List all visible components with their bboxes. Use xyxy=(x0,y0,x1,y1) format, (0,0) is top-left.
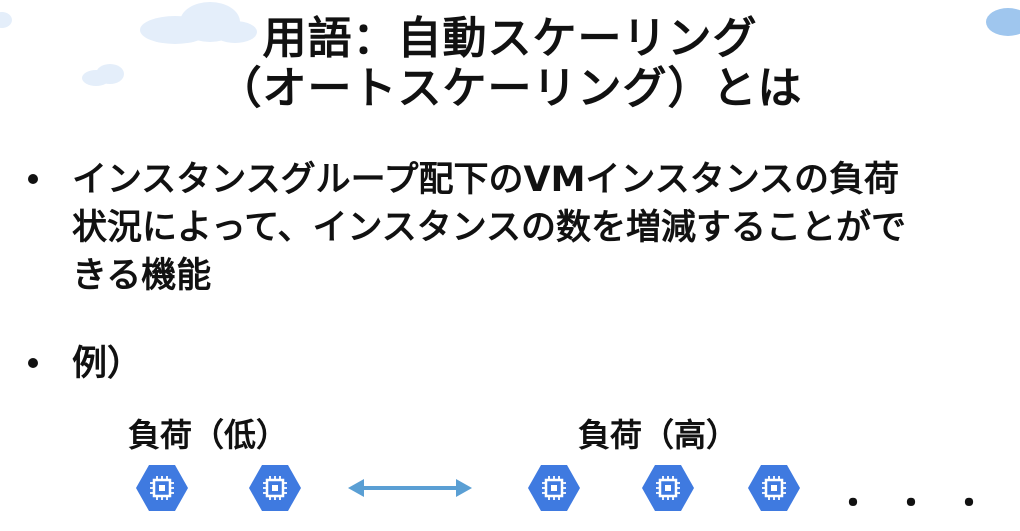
double-arrow-icon xyxy=(348,479,472,497)
cloud-decoration-corner xyxy=(0,12,12,28)
bullet-dot xyxy=(28,358,38,368)
slide-title: 用語：自動スケーリング （オートスケーリング）とは xyxy=(0,14,1020,114)
cloud-decoration-small xyxy=(82,64,124,86)
bullet-line-1: インスタンスグループ配下のVMインスタンスの負荷 xyxy=(72,160,900,200)
example-label: 例） xyxy=(72,344,143,384)
compute-engine-vm-icon xyxy=(748,465,800,511)
compute-engine-vm-icon xyxy=(249,465,301,511)
bullet-dot xyxy=(28,174,38,184)
cloud-decoration-left xyxy=(140,2,257,44)
load-high-label: 負荷（高） xyxy=(578,416,739,454)
bullet-line-2: 状況によって、インスタンスの数を増減することがで xyxy=(72,208,907,248)
title-line-2: （オートスケーリング）とは xyxy=(217,63,803,114)
title-line-1: 用語：自動スケーリング xyxy=(262,13,758,64)
bullet-line-3: きる機能 xyxy=(72,256,212,296)
compute-engine-vm-icon xyxy=(642,465,694,511)
load-low-label: 負荷（低） xyxy=(128,416,289,454)
compute-engine-vm-icon xyxy=(528,465,580,511)
cloud-decoration-right xyxy=(986,8,1020,36)
compute-engine-vm-icon xyxy=(136,465,188,511)
more-instances-ellipsis: ・・・ xyxy=(836,484,1010,524)
